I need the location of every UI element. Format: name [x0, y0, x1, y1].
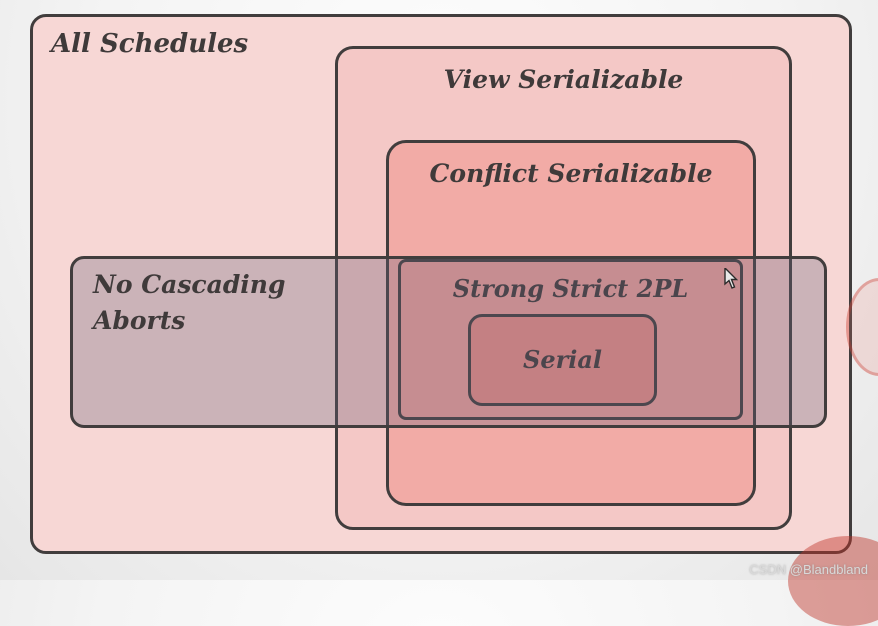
all-schedules-label: All Schedules — [51, 29, 249, 59]
no-cascading-aborts-label-line2: Aborts — [93, 306, 186, 336]
strong-strict-2pl-label: Strong Strict 2PL — [452, 274, 689, 303]
venn-diagram-stage: All Schedules View Serializable Conflict… — [30, 14, 878, 626]
watermark-text: CSDN @Blandbland — [749, 562, 868, 577]
view-serializable-label: View Serializable — [443, 65, 684, 94]
conflict-serializable-label: Conflict Serializable — [429, 159, 713, 188]
serial-set: Serial — [468, 314, 657, 406]
no-cascading-aborts-set: No Cascading Aborts — [70, 256, 827, 428]
no-cascading-aborts-label-line1: No Cascading — [93, 270, 286, 299]
no-cascading-aborts-label: No Cascading Aborts — [93, 267, 285, 340]
serial-label: Serial — [522, 345, 603, 374]
mouse-cursor-icon — [724, 268, 739, 289]
